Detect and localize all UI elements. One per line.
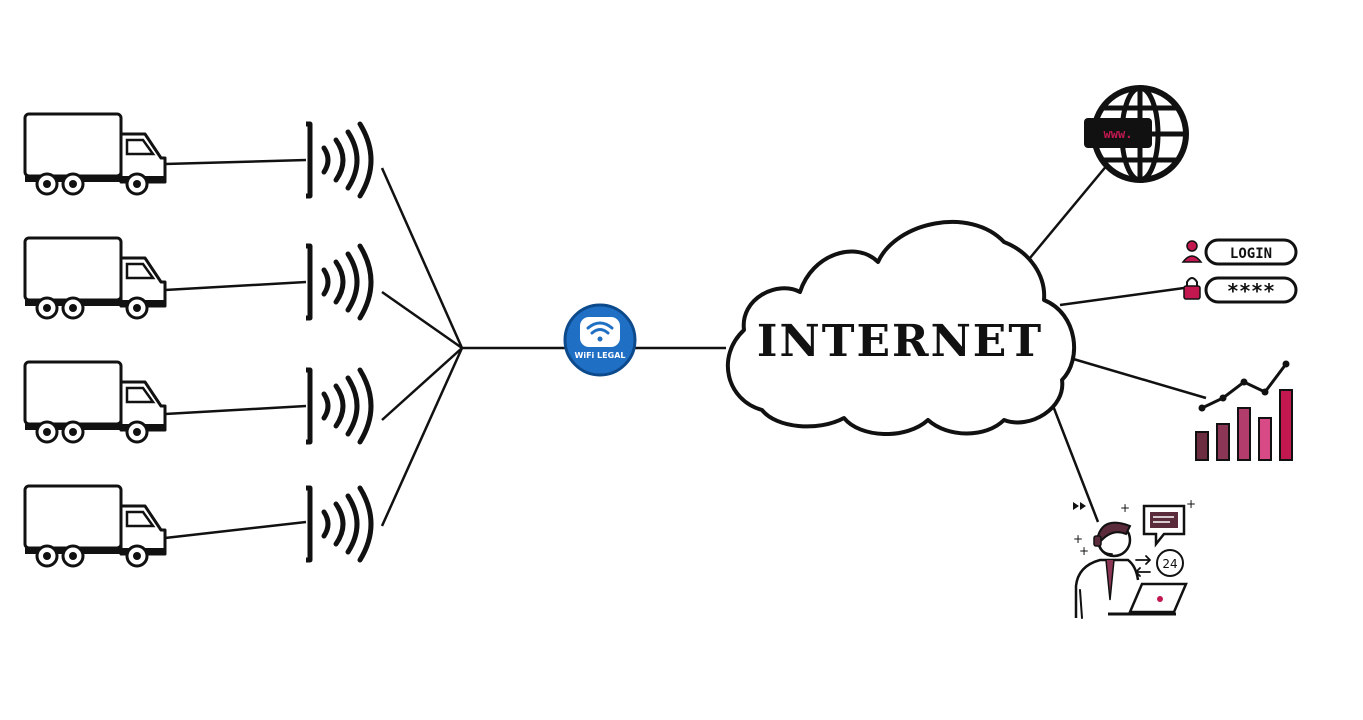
- truck-2: [23, 236, 167, 320]
- truck-icon: [23, 112, 167, 196]
- cloud-icon: [725, 220, 1077, 437]
- svg-text:+: +: [1186, 497, 1196, 511]
- bar-chart-icon: [1195, 360, 1293, 461]
- wifi-legal-logo: WiFi LEGAL: [563, 303, 637, 377]
- internet-cloud: INTERNET: [725, 220, 1077, 437]
- login-field: [1204, 238, 1298, 266]
- svg-text:+: +: [1073, 532, 1083, 546]
- truck-icon: [23, 484, 167, 568]
- support-agent-icon: + + + + 24: [1073, 497, 1196, 619]
- www-label: www.: [1104, 127, 1133, 141]
- truck-3: [23, 360, 167, 444]
- wifi-signal-4: [306, 488, 371, 560]
- wifi-signal-icon: [306, 488, 371, 560]
- truck-1: [23, 112, 167, 196]
- wifi-signal-icon: [306, 370, 371, 442]
- connector-lines: [164, 158, 1207, 540]
- wifi-signal-icon: [306, 124, 371, 196]
- login-form: LOGIN ****: [1181, 238, 1298, 304]
- truck-4: [23, 484, 167, 568]
- internet-label: INTERNET: [757, 316, 1043, 367]
- truck-icon: [23, 360, 167, 444]
- password-field: [1204, 276, 1298, 304]
- wifi-signal-icon: [306, 246, 371, 318]
- lock-icon: [1183, 277, 1201, 300]
- wifi-legal-label: WiFi LEGAL: [575, 351, 626, 360]
- wifi-signal-3: [306, 370, 371, 442]
- svg-text:+: +: [1079, 544, 1089, 558]
- website-globe: www.: [1084, 85, 1189, 183]
- wifi-signal-1: [306, 124, 371, 196]
- password-field-label: ****: [1227, 279, 1275, 303]
- wifi-signal-2: [306, 246, 371, 318]
- user-icon: [1181, 240, 1203, 263]
- login-field-label: LOGIN: [1230, 246, 1272, 262]
- support-hours-label: 24: [1162, 557, 1177, 571]
- truck-icon: [23, 236, 167, 320]
- svg-text:+: +: [1120, 501, 1130, 515]
